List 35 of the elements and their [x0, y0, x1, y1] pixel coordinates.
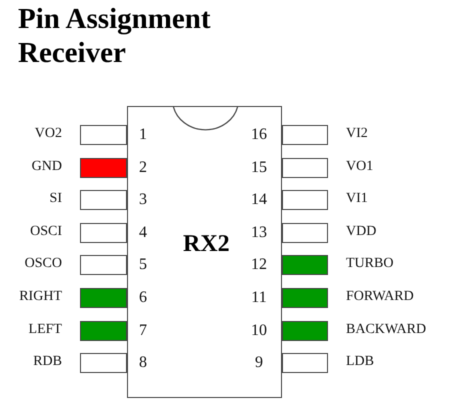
- chip-label: RX2: [183, 231, 230, 258]
- pin-number: 2: [138, 158, 148, 177]
- pin-number: 4: [138, 224, 148, 242]
- pin-number: 1: [138, 126, 148, 144]
- pin-number: 14: [250, 191, 268, 210]
- pin-name: LDB: [346, 354, 374, 370]
- pin-name: VI1: [346, 191, 368, 208]
- pin-name: BACKWARD: [346, 322, 426, 338]
- pin-number: 8: [138, 354, 148, 372]
- pin-name: VO2: [34, 126, 62, 142]
- pin-name: VDD: [346, 224, 376, 240]
- pin-number: 11: [250, 289, 268, 307]
- pin-name: SI: [48, 191, 62, 208]
- pin-name: RDB: [32, 354, 62, 370]
- pin-number: 3: [138, 191, 148, 210]
- pin-name: GND: [30, 158, 62, 175]
- pin-number: 6: [138, 289, 148, 307]
- pin-name: VO1: [346, 158, 374, 175]
- pin-name: TURBO: [346, 256, 394, 272]
- pin-number: 5: [138, 256, 148, 274]
- pin-name: OSCI: [29, 224, 62, 240]
- title: Pin Assignment Receiver: [18, 2, 212, 70]
- pin-name: VI2: [346, 126, 368, 142]
- pin-name: OSCO: [24, 256, 62, 272]
- pin-number: 16: [250, 126, 268, 144]
- pin-number: 15: [250, 158, 268, 177]
- pin-number: 7: [138, 322, 148, 340]
- pin-number: 12: [250, 256, 268, 274]
- pin-number: 13: [250, 224, 268, 242]
- pin-name: FORWARD: [346, 289, 414, 305]
- pin-name: LEFT: [28, 322, 62, 338]
- pin-number: 9: [254, 354, 264, 372]
- pin-number: 10: [250, 322, 268, 340]
- chip-body: [127, 106, 282, 398]
- pin-name: RIGHT: [18, 289, 62, 305]
